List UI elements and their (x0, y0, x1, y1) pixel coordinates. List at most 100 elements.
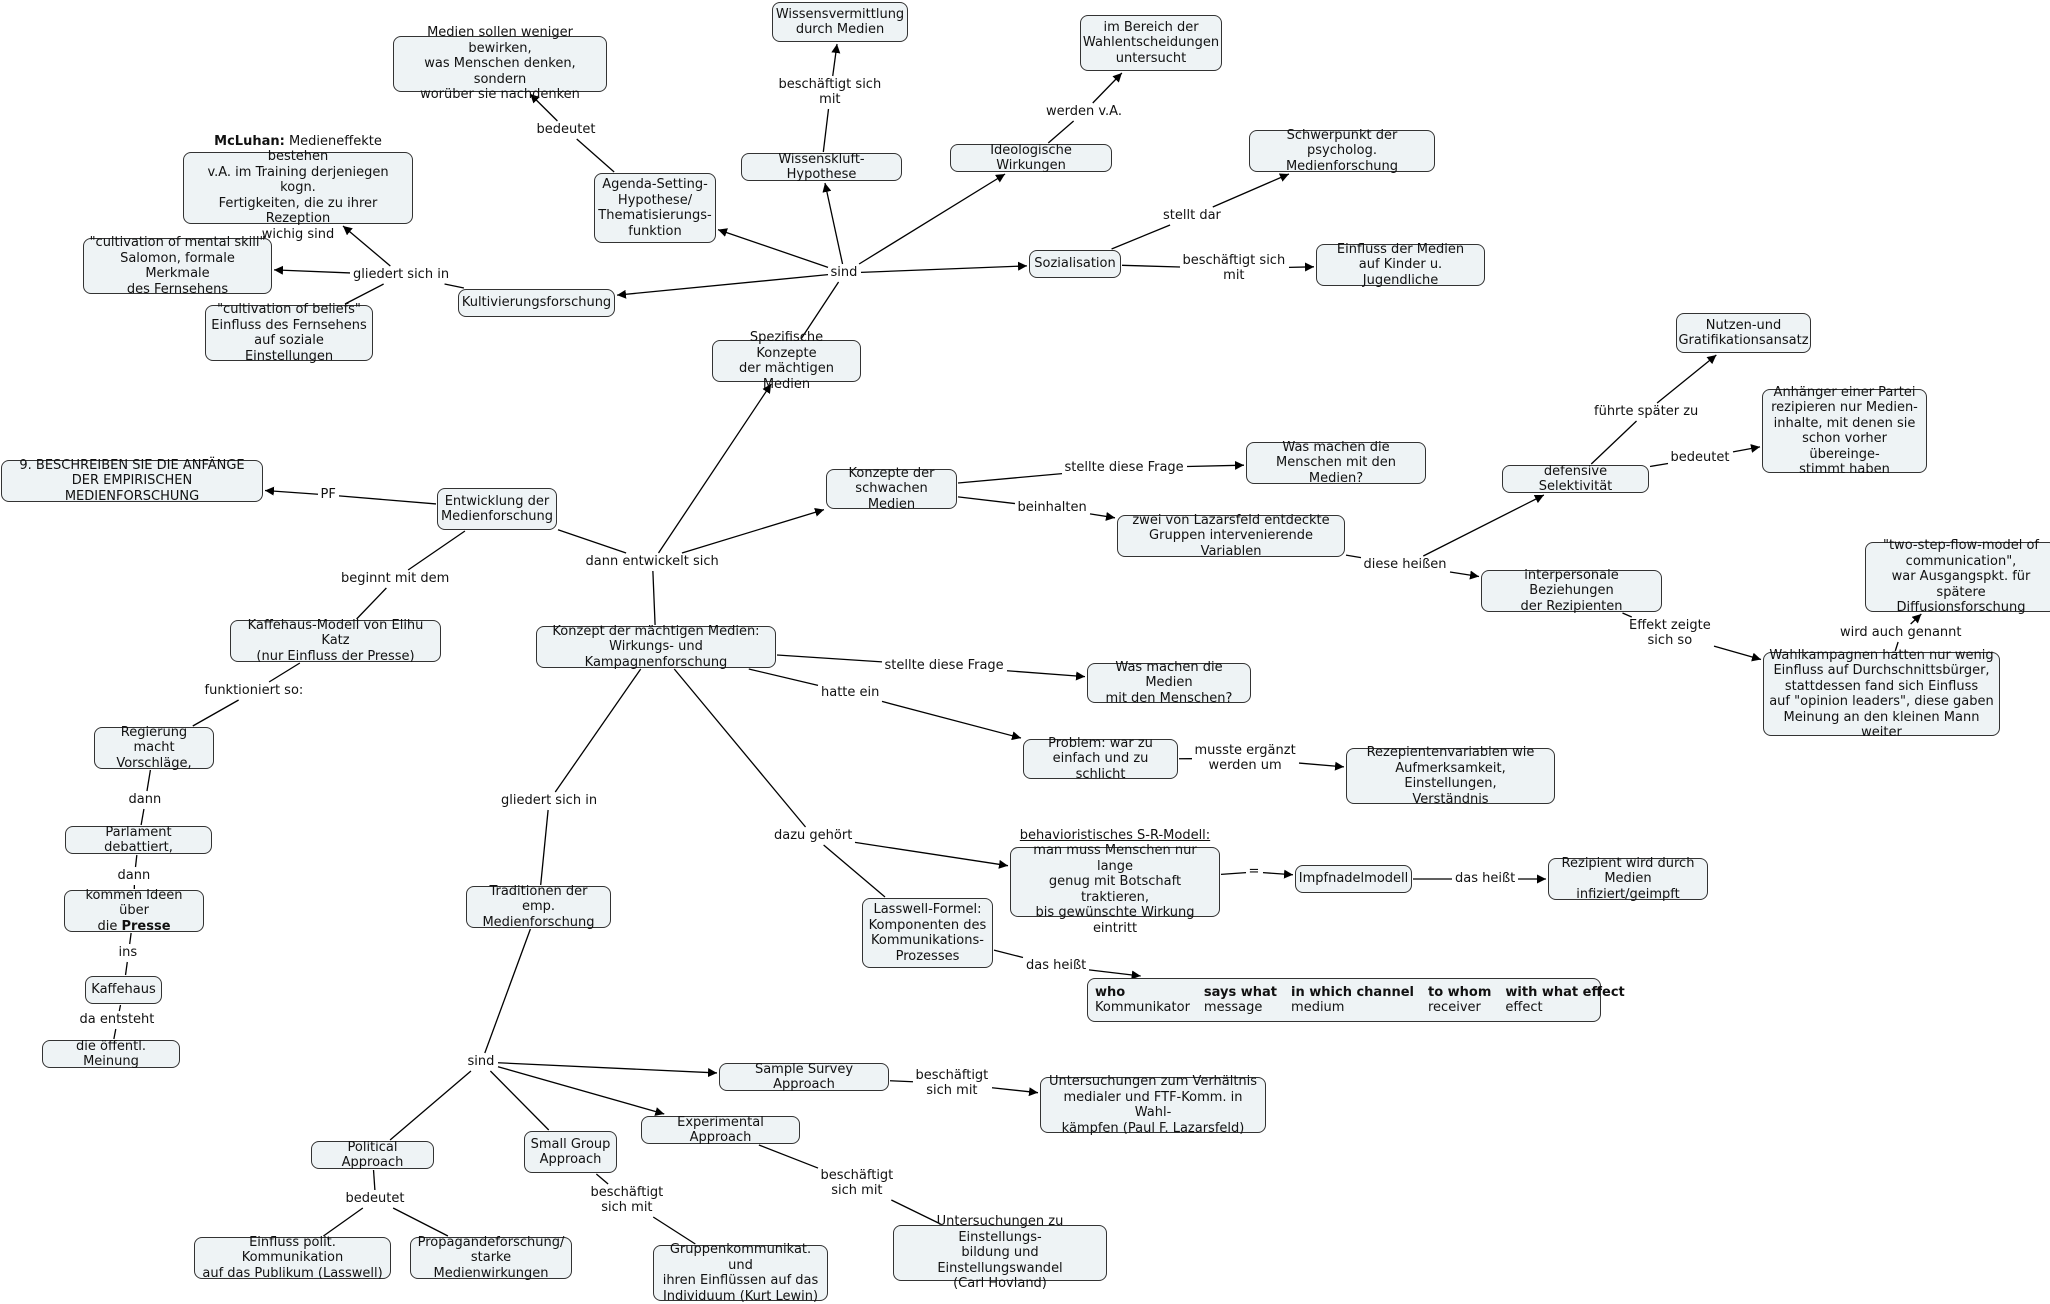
node-text: Untersuchungen zu Einstellungs-bildung u… (899, 1214, 1101, 1292)
concept-node-impfnadel[interactable]: Impfnadelmodell (1295, 865, 1412, 893)
node-text-line: Wirkungs- und Kampagnenforschung (542, 639, 770, 670)
concept-node-traditionen[interactable]: Traditionen der emp.Medienforschung (466, 886, 611, 928)
concept-node-sample[interactable]: Sample Survey Approach (719, 1063, 889, 1091)
node-text-line: im Bereich der (1083, 20, 1219, 36)
concept-node-kultivierung[interactable]: Kultivierungsforschung (458, 289, 615, 317)
link-konzept_maechtig-to-l_dazu (674, 669, 805, 827)
lasswell-formula-table[interactable]: who says what in which channel to whom w… (1087, 978, 1601, 1022)
node-text-line: medialer und FTF-Komm. in Wahl- (1046, 1090, 1260, 1121)
node-text: Impfnadelmodell (1299, 871, 1408, 887)
lw-value-kommunikator: Kommunikator (1093, 1000, 1202, 1015)
node-text: Schwerpunkt der psycholog.Medienforschun… (1255, 128, 1429, 175)
link-l_sind1-to-agenda (718, 230, 828, 268)
link-label-gliedert2: gliedert sich in (499, 793, 599, 809)
link-label-sind1: sind (829, 265, 860, 281)
link-defensive-to-l_bedeutet2 (1650, 463, 1668, 466)
concept-node-agenda[interactable]: Agenda-Setting-Hypothese/Thematisierungs… (594, 173, 716, 243)
concept-node-wissenskluft[interactable]: Wissenskluft-Hypothese (741, 153, 902, 181)
node-text-line: (Carl Hovland) (899, 1276, 1101, 1292)
concept-node-political[interactable]: Political Approach (311, 1141, 434, 1169)
concept-node-cult-beliefs[interactable]: "cultivation of beliefs"Einfluss des Fer… (205, 305, 373, 361)
link-label-line: beschäftigt (821, 1168, 894, 1184)
node-text-line: Wahlentscheidungen (1083, 35, 1219, 51)
concept-node-kaffehaus[interactable]: Kaffehaus (85, 976, 162, 1004)
concept-node-behaviorist[interactable]: behavioristisches S-R-Modell:man muss Me… (1010, 847, 1220, 917)
concept-node-medien-sollen[interactable]: Medien sollen weniger bewirken,was Mensc… (393, 36, 607, 92)
node-text-line: auf "opinion leaders", diese gaben (1769, 694, 1994, 710)
concept-node-propaganda[interactable]: Propagandeforschung/starke Medienwirkung… (410, 1237, 572, 1279)
link-label-line: ins (119, 945, 138, 961)
node-text-line: bildung und Einstellungswandel (899, 1245, 1101, 1276)
concept-node-kaffeehaus-modell[interactable]: Kaffehaus-Modell von Elihu Katz(nur Einf… (230, 620, 441, 662)
node-text: behavioristisches S-R-Modell:man muss Me… (1016, 828, 1214, 937)
node-text-line: Medienforschung (472, 915, 605, 931)
concept-node-sozialisation[interactable]: Sozialisation (1029, 250, 1121, 278)
concept-node-defensive[interactable]: defensive Selektivität (1502, 465, 1649, 493)
link-l_beginnt-to-kaffeehaus_modell (357, 588, 387, 619)
node-text: Ideologische Wirkungen (956, 143, 1106, 174)
node-text-line: kämpfen (Paul F. Lazarsfeld) (1046, 1121, 1260, 1137)
node-text-line: Spezifische Konzepte (718, 330, 855, 361)
link-l_dann1-to-parlament (141, 809, 144, 825)
concept-node-ideologisch[interactable]: Ideologische Wirkungen (950, 144, 1112, 172)
link-l_stellte2-to-was_medien (1007, 671, 1085, 677)
node-text: die öffentl. Meinung (48, 1039, 174, 1070)
link-l_sind2-to-experimental (498, 1067, 664, 1114)
link-label-dann1: dann (127, 792, 164, 808)
concept-node-parlament[interactable]: Parlament debattiert, (65, 826, 212, 854)
link-label-line: sich so (1629, 633, 1711, 649)
node-text-line: Sozialisation (1034, 256, 1115, 272)
node-text-line: Anhänger einer Partei (1768, 385, 1921, 401)
concept-node-oeffentl[interactable]: die öffentl. Meinung (42, 1040, 180, 1068)
node-text-line: DER EMPIRISCHEN MEDIENFORSCHUNG (7, 473, 257, 504)
link-label-line: stellte diese Frage (885, 658, 1004, 674)
node-text-line: behavioristisches S-R-Modell: (1016, 828, 1214, 844)
node-text-line: auf soziale Einstellungen (211, 333, 367, 364)
concept-node-untersuch-einst[interactable]: Untersuchungen zu Einstellungs-bildung u… (893, 1225, 1107, 1281)
node-text-line: Konzept der mächtigen Medien: (542, 624, 770, 640)
link-label-stellte2: stellte diese Frage (883, 658, 1006, 674)
node-text-line: Ideologische Wirkungen (956, 143, 1106, 174)
concept-node-schwerpunkt[interactable]: Schwerpunkt der psycholog.Medienforschun… (1249, 130, 1435, 172)
concept-node-experimental[interactable]: Experimental Approach (641, 1116, 800, 1144)
concept-node-cult-skill[interactable]: "cultivation of mental skill"Salomon, fo… (83, 238, 272, 294)
concept-node-konzept-maechtig[interactable]: Konzept der mächtigen Medien:Wirkungs- u… (536, 626, 776, 668)
node-text-line: Parlament debattiert, (71, 825, 206, 856)
lw-value-effect: effect (1503, 1000, 1636, 1015)
node-text-line: Schwerpunkt der psycholog. (1255, 128, 1429, 159)
node-text-line: Was machen die Medien (1093, 660, 1245, 691)
